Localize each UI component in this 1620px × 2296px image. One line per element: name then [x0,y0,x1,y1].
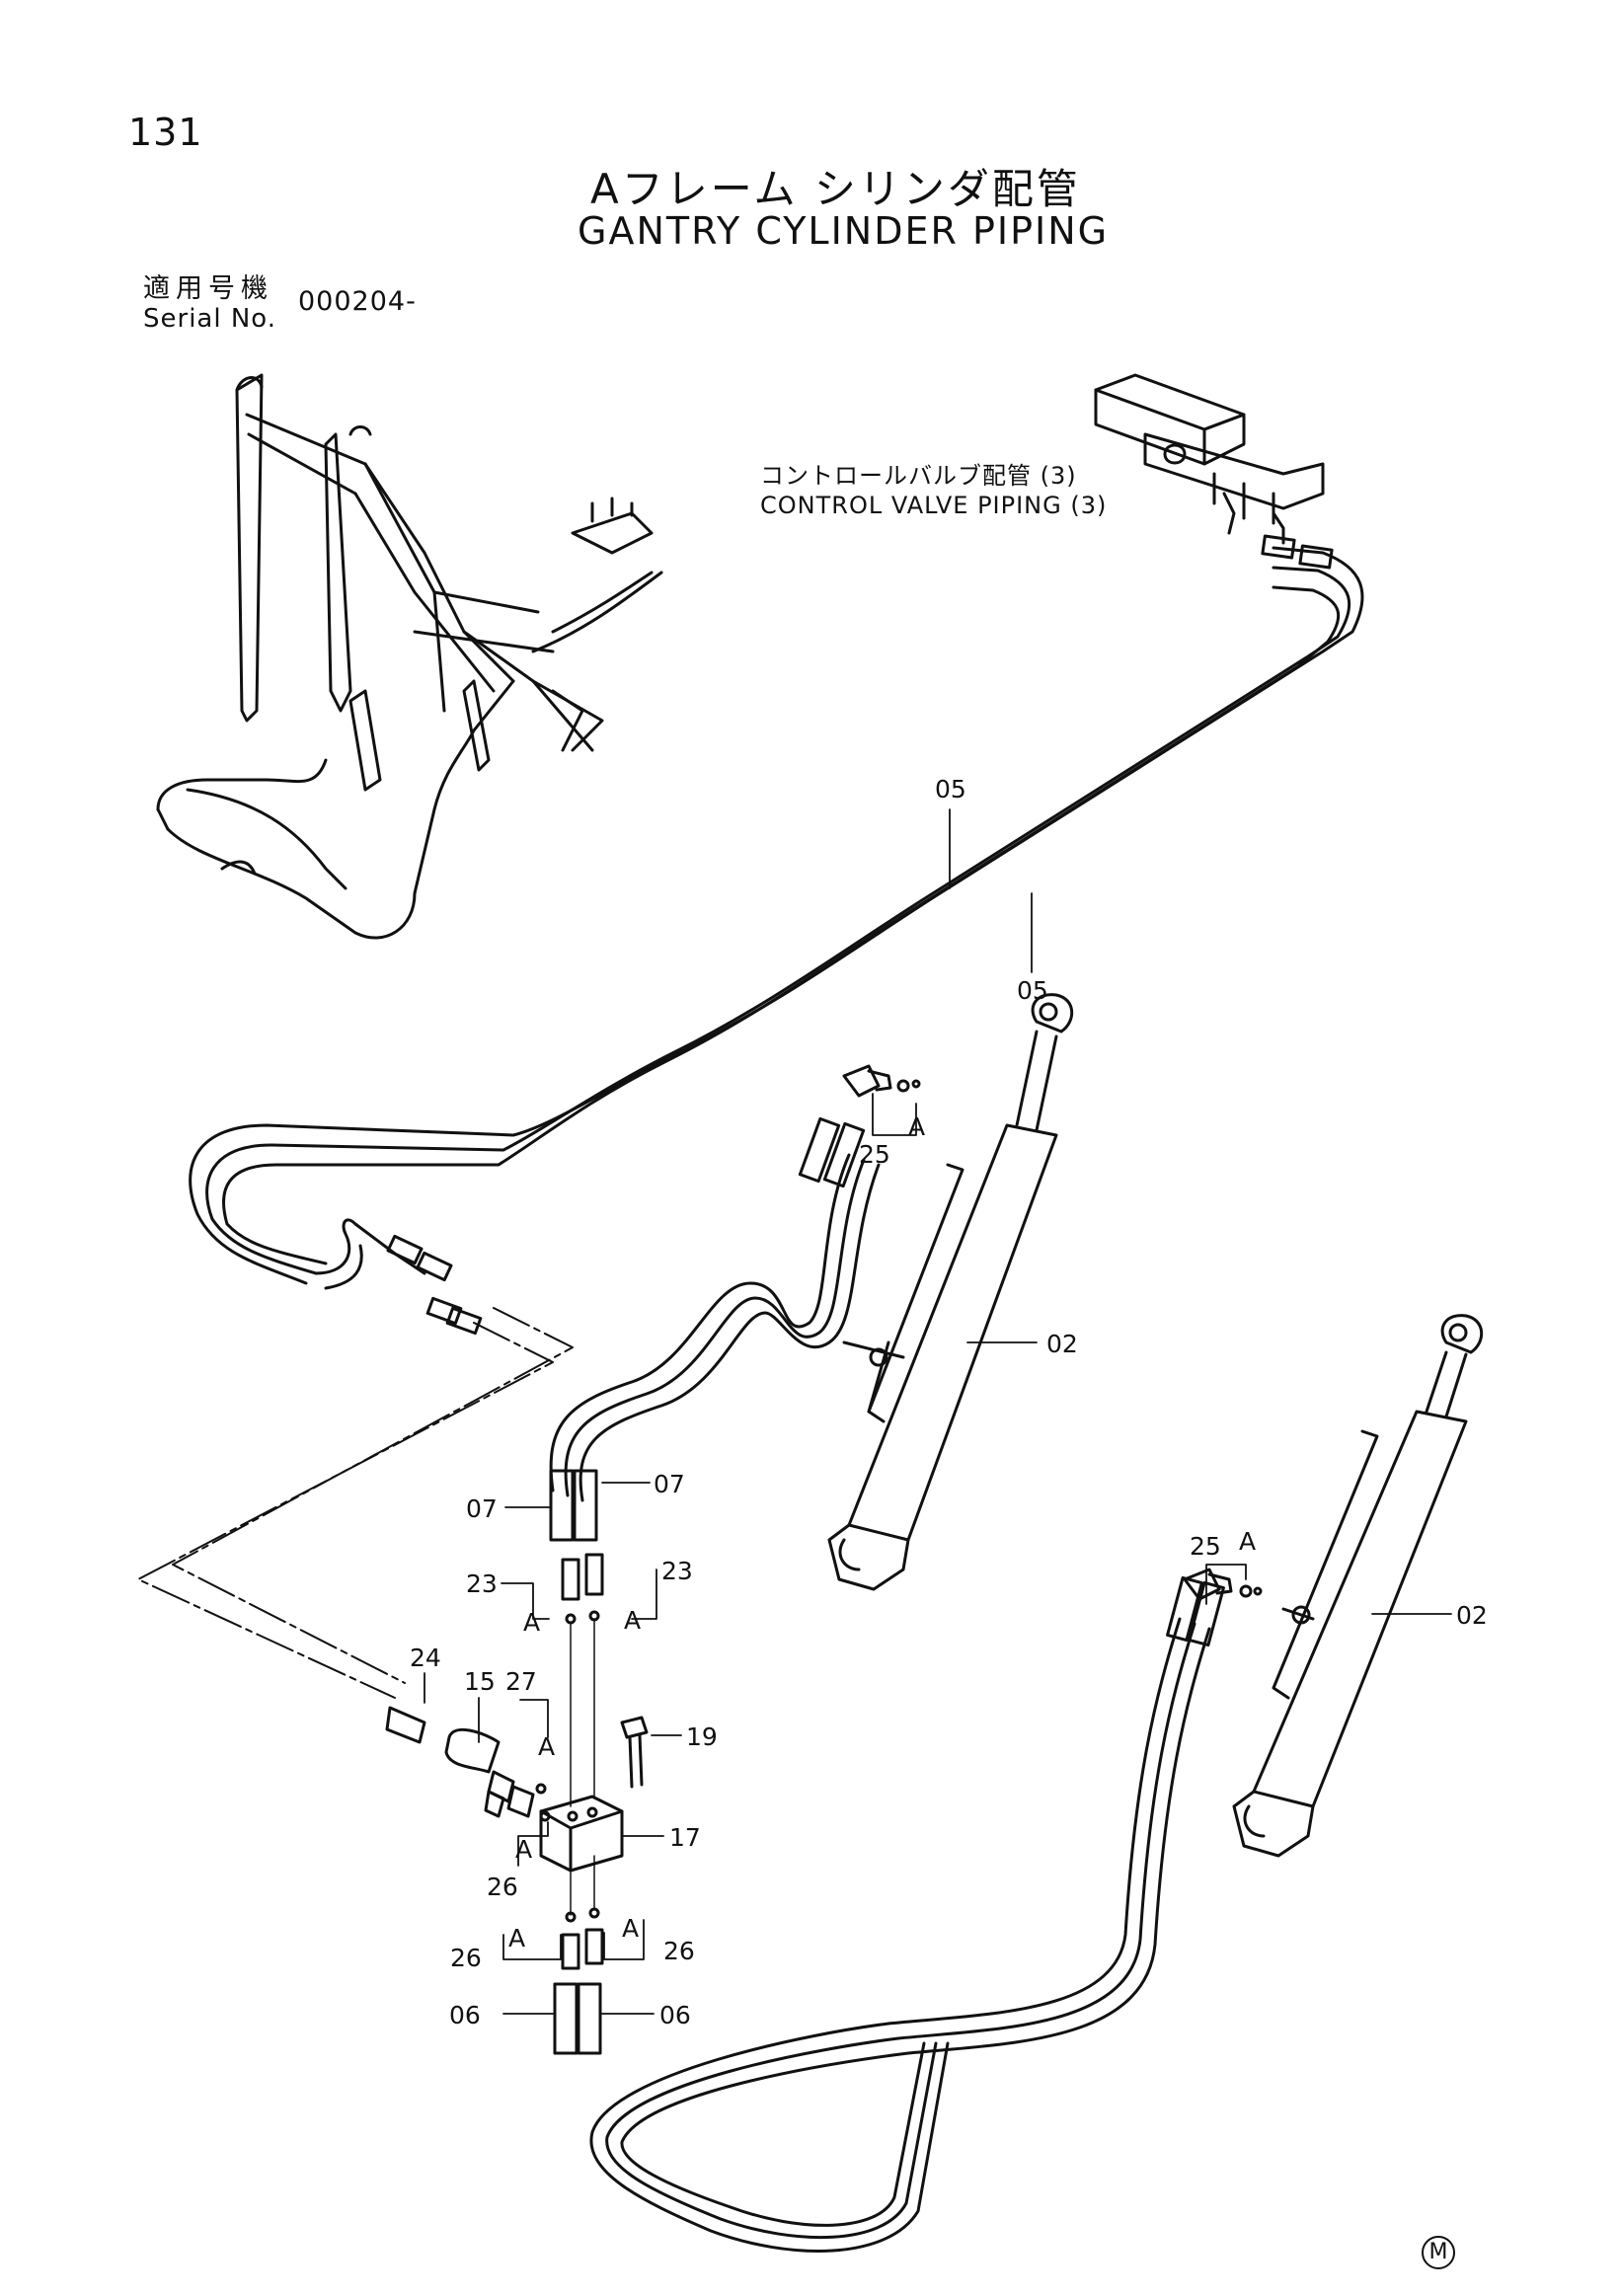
detail-mark-a: A [515,1835,532,1864]
detail-mark-a: A [893,1083,910,1111]
page-title-english: GANTRY CYLINDER PIPING [578,209,1110,253]
page-number: 131 [128,111,203,154]
callout-19: 19 [686,1722,718,1751]
hose-loop-left [314,1218,483,1336]
callout-05-lower: 05 [1017,976,1048,1005]
control-valve-illustration [1094,373,1325,545]
callout-07-right: 07 [654,1470,685,1498]
callout-26-left: 26 [450,1944,482,1972]
hose-07-pair [549,1116,881,1542]
block-leader-lines [570,1618,595,1916]
elbow-fitting-25-lower [1183,1568,1263,1601]
hose-05-upper-fittings [1261,534,1334,570]
detail-mark-a: A [908,1112,925,1141]
detail-mark-a: A [508,1924,525,1952]
callout-02-lower: 02 [1456,1601,1488,1630]
gantry-overview-illustration [156,373,663,940]
callout-26-right: 26 [663,1937,695,1965]
elbow-fitting-25-upper [842,1064,921,1098]
callout-06-right: 06 [659,2001,691,2029]
page-title-japanese: Aフレーム シリンダ配管 [590,165,1081,213]
callout-27: 27 [505,1667,537,1696]
callout-23-left: 23 [466,1569,498,1598]
reference-label-english: CONTROL VALVE PIPING (3) [760,492,1108,519]
callout-25-upper: 25 [859,1140,890,1169]
callout-leaders [424,808,1452,2015]
cylinder-02-upper [827,993,1074,1591]
serial-label-japanese: 適用号機 [143,273,273,304]
serial-number-value: 000204- [298,286,417,317]
detail-mark-a: A [622,1914,639,1943]
detail-mark-a: A [538,1732,555,1761]
callout-17: 17 [669,1823,701,1852]
callout-02-upper: 02 [1046,1330,1078,1358]
adapter-23-pair [561,1553,604,1625]
callout-06-left: 06 [449,2001,481,2029]
detail-mark-a: A [1239,1527,1256,1556]
block-17 [539,1795,624,1873]
corner-mark-icon: M [1422,2236,1455,2269]
cylinder-02-lower [1232,1314,1484,1858]
callout-23-right: 23 [661,1557,693,1585]
hose-06-pair [553,1575,1225,2253]
reference-label-japanese: コントロールバルブ配管 (3) [760,462,1077,490]
callout-26-valve: 26 [487,1873,518,1901]
adapter-26-pair [561,1907,604,1970]
phantom-routing-line [137,1307,574,1699]
callout-15: 15 [464,1667,496,1696]
bolt-19 [620,1716,649,1789]
valve-15-assembly [385,1706,551,1822]
detail-mark-a: A [624,1606,641,1635]
callout-07-left: 07 [466,1494,498,1523]
serial-label-english: Serial No. [143,304,276,334]
callout-25-lower: 25 [1190,1532,1221,1561]
detail-mark-a: A [523,1608,540,1637]
hose-05-pair [189,546,1364,1285]
callout-24: 24 [410,1644,441,1672]
callout-05-upper: 05 [935,775,966,804]
